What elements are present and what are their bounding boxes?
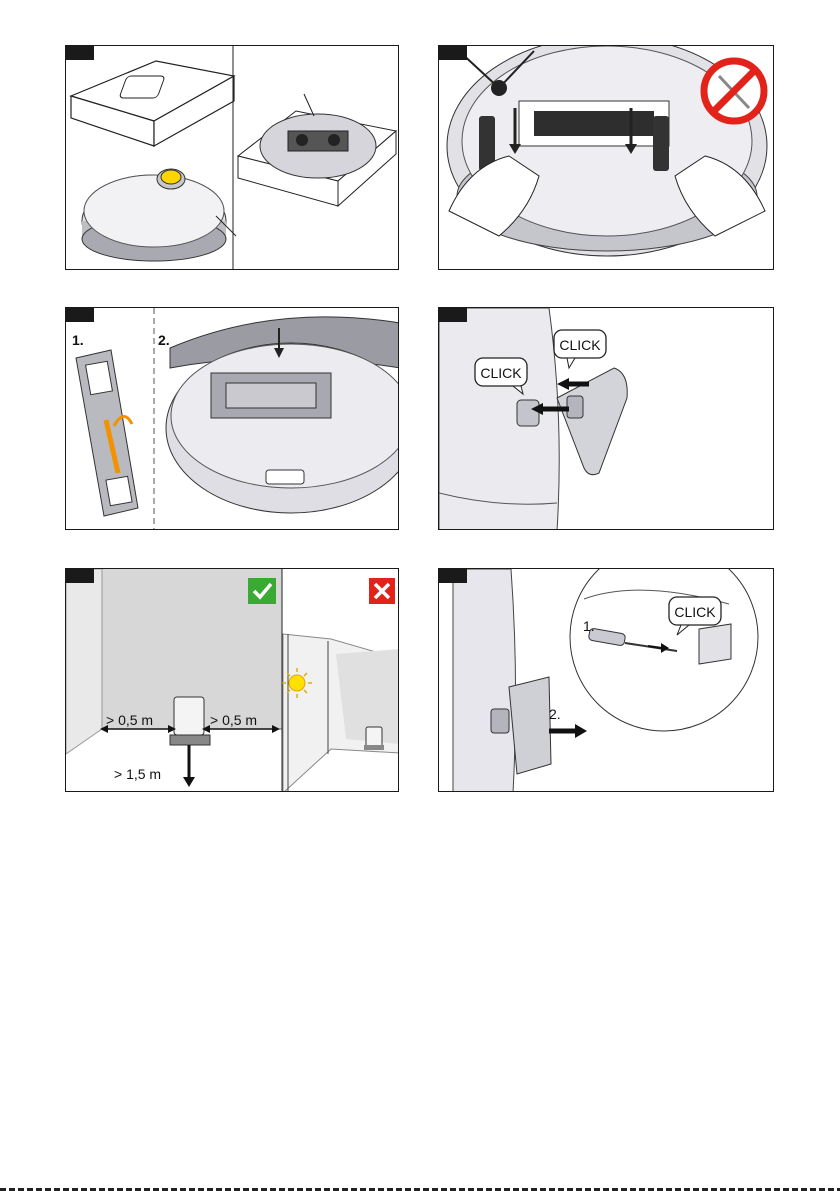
distance-front-label: > 1,5 m (114, 766, 161, 782)
distance-right-label: > 0,5 m (210, 712, 257, 728)
unpacking-illustration (66, 46, 399, 270)
placement-distance-illustration: > 0,5 m > 0,5 m > 1,5 m (66, 569, 399, 792)
figure-panel-2 (438, 45, 774, 270)
step-2-label: 2. (158, 332, 170, 348)
click-label: CLICK (480, 365, 522, 381)
figure-panel-3: 1. 2. (65, 307, 399, 530)
figure-number-badge (66, 46, 94, 60)
robot-underside-illustration (439, 46, 774, 270)
distance-left-label: > 0,5 m (106, 712, 153, 728)
figure-number-badge (66, 569, 94, 583)
click-label: CLICK (674, 604, 716, 620)
cross-icon (369, 578, 395, 604)
step-2-label: 2. (549, 706, 561, 722)
figure-panel-4: CLICK CLICK (438, 307, 774, 530)
check-icon (248, 578, 276, 604)
figure-panel-6: 1. CLICK 2. (438, 568, 774, 792)
figure-panel-1 (65, 45, 399, 270)
wall-mount-removal-illustration: 1. CLICK 2. (439, 569, 774, 792)
step-1-label: 1. (72, 332, 84, 348)
prohibited-tool-icon (704, 61, 764, 121)
figure-number-badge (66, 308, 94, 322)
step-1-label: 1. (583, 618, 595, 634)
mop-insert-illustration: 1. 2. (66, 308, 399, 530)
figure-number-badge (439, 308, 467, 322)
click-label: CLICK (559, 337, 601, 353)
figure-number-badge (439, 569, 467, 583)
figure-number-badge (439, 46, 467, 60)
wall-mount-click-illustration: CLICK CLICK (439, 308, 774, 530)
click-callout-a: CLICK (554, 330, 606, 368)
figure-panel-5: > 0,5 m > 0,5 m > 1,5 m (65, 568, 399, 792)
